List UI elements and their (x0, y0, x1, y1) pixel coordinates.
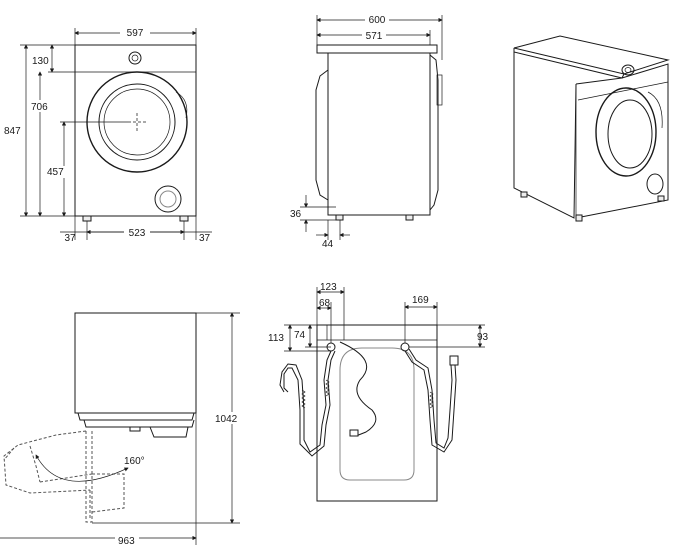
iso-side (513, 52, 577, 219)
iso-door (595, 87, 657, 177)
dim-door-center: 457 (47, 167, 64, 178)
drain-hose (279, 350, 332, 453)
rear-view: 123 68 113 74 169 93 (268, 282, 489, 502)
iso-front (575, 63, 669, 219)
dim-front-width: 597 (127, 28, 144, 39)
front-cabinet (74, 44, 197, 217)
dim-top-panel: 130 (32, 56, 49, 67)
dim-door-opening-depth: 1042 (215, 414, 238, 425)
dim-inlet-offset: 169 (412, 295, 429, 306)
side-view: 600 571 36 44 (290, 13, 443, 250)
open-door-outline (3, 430, 91, 494)
dim-foot-offset: 44 (322, 239, 334, 250)
dim-drain-height-1: 113 (268, 333, 284, 344)
dim-total-height: 847 (4, 126, 21, 137)
dim-foot-right: 37 (199, 233, 211, 244)
dim-drain-offset: 68 (319, 298, 331, 309)
front-view: 597 847 130 706 457 37 523 37 (3, 26, 212, 244)
dim-drain-hose-offset: 123 (320, 282, 337, 293)
dim-foot-left: 37 (64, 233, 76, 244)
dim-foot-height: 36 (290, 209, 302, 220)
dim-body-depth: 571 (366, 31, 383, 42)
top-view: 160° 1042 963 (0, 312, 242, 545)
top-cabinet (74, 312, 197, 414)
power-cord (339, 341, 377, 437)
dim-foot-span: 523 (129, 228, 146, 239)
dim-door-angle: 160° (124, 456, 145, 467)
rear-cabinet (316, 324, 438, 502)
side-body (327, 52, 431, 216)
filter-hatch (154, 185, 182, 213)
isometric-view (513, 35, 670, 222)
dim-inlet-height: 93 (477, 332, 489, 343)
program-knob (128, 51, 142, 65)
inlet-hose (404, 350, 457, 453)
dim-width-door-open: 963 (118, 536, 135, 545)
dim-total-depth: 600 (369, 15, 386, 26)
rear-panel (339, 347, 415, 481)
dim-drain-height-2: 74 (294, 330, 306, 341)
dim-door-top: 706 (31, 102, 48, 113)
iso-top (513, 35, 670, 75)
